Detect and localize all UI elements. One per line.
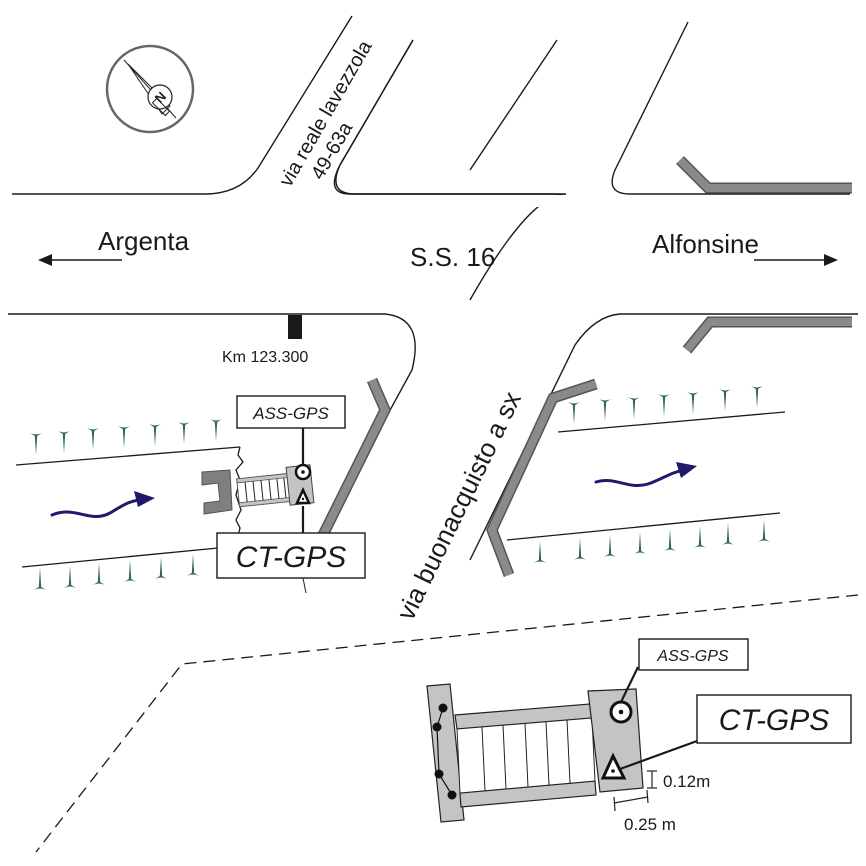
ass-gps-label-overview: ASS-GPS bbox=[252, 404, 329, 423]
ct-gps-label-detail: CT-GPS bbox=[719, 704, 830, 737]
dimension-vertical bbox=[647, 770, 657, 789]
tree-icon bbox=[628, 397, 640, 419]
dimension-vertical-label: 0.12m bbox=[663, 772, 710, 791]
canal-left-bank-north bbox=[15, 446, 241, 466]
road-edge-north-left bbox=[12, 15, 353, 195]
arrow-left-icon bbox=[38, 254, 122, 266]
boundary-dashed-line bbox=[35, 594, 859, 853]
trees-left-south bbox=[34, 554, 199, 590]
trees-left-north bbox=[30, 419, 222, 455]
road-edge-north-middle bbox=[333, 39, 567, 301]
dimension-horizontal-label: 0.25 m bbox=[624, 815, 676, 834]
wall-south-right-top bbox=[682, 316, 852, 354]
ct-gps-label-overview: CT-GPS bbox=[236, 541, 347, 574]
tree-icon bbox=[599, 399, 611, 421]
tree-icon bbox=[574, 538, 586, 560]
abutment-left bbox=[201, 469, 233, 515]
tree-icon bbox=[34, 568, 46, 590]
ct-gps-box-overview bbox=[216, 532, 366, 579]
tree-icon bbox=[604, 535, 616, 557]
tree-icon bbox=[658, 394, 670, 416]
tree-icon bbox=[687, 392, 699, 414]
tree-icon bbox=[93, 563, 105, 585]
tree-icon bbox=[634, 532, 646, 554]
tree-icon bbox=[64, 566, 76, 588]
ass-gps-box-detail bbox=[638, 638, 749, 671]
leader-ass-detail bbox=[620, 666, 639, 703]
bridge-overview bbox=[201, 463, 315, 515]
milestone-marker bbox=[288, 315, 302, 339]
canal-right-bank-north bbox=[557, 411, 786, 433]
direction-label-argenta: Argenta bbox=[98, 226, 190, 256]
direction-label-alfonsine: Alfonsine bbox=[652, 229, 759, 259]
tree-icon bbox=[124, 560, 136, 582]
road-edge-n2 bbox=[335, 39, 557, 195]
tree-icon bbox=[758, 520, 770, 542]
arrow-right-icon bbox=[754, 254, 838, 266]
ct-gps-box-detail bbox=[696, 694, 852, 744]
tree-icon bbox=[87, 428, 99, 450]
detail-ct-gps-marker-icon bbox=[600, 752, 627, 780]
canal-left-bank-south bbox=[21, 547, 219, 568]
ass-gps-label-detail: ASS-GPS bbox=[656, 648, 728, 665]
north-arrow-icon: N bbox=[123, 59, 177, 119]
tree-icon bbox=[751, 386, 763, 408]
dimension-horizontal bbox=[613, 789, 649, 812]
compass-ring bbox=[105, 44, 195, 134]
highway-label: S.S. 16 bbox=[410, 242, 495, 272]
ct-gps-marker-icon bbox=[295, 487, 311, 505]
road-edge-north-right bbox=[611, 21, 850, 195]
canal-right-bank-south bbox=[506, 512, 781, 541]
milestone-label: Km 123.300 bbox=[222, 349, 308, 366]
road-edge-south-right bbox=[469, 313, 858, 561]
road-edge-north-mid2 bbox=[469, 39, 558, 171]
tree-icon bbox=[58, 431, 70, 453]
detail-deck bbox=[456, 717, 596, 794]
tree-icon bbox=[118, 426, 130, 448]
tree-icon bbox=[694, 526, 706, 548]
compass: N bbox=[105, 44, 195, 134]
flow-arrow-right-icon bbox=[594, 462, 697, 487]
tree-icon bbox=[568, 402, 580, 424]
tree-icon bbox=[30, 433, 42, 455]
tree-icon bbox=[187, 554, 199, 576]
tree-icon bbox=[155, 557, 167, 579]
road-edge-south-left bbox=[8, 313, 416, 521]
tree-icon bbox=[719, 389, 731, 411]
tree-icon bbox=[722, 523, 734, 545]
flow-arrow-left-icon bbox=[50, 491, 155, 519]
leader-ct-detail bbox=[619, 739, 698, 771]
tree-icon bbox=[534, 541, 546, 563]
tree-icon bbox=[210, 419, 222, 441]
ass-gps-box-overview bbox=[236, 395, 346, 429]
tree-icon bbox=[149, 424, 161, 446]
bridge-detail bbox=[426, 683, 644, 823]
trees-right-south bbox=[534, 520, 770, 563]
trees-right-north bbox=[568, 386, 763, 424]
tree-icon bbox=[664, 529, 676, 551]
tree-icon bbox=[178, 422, 190, 444]
